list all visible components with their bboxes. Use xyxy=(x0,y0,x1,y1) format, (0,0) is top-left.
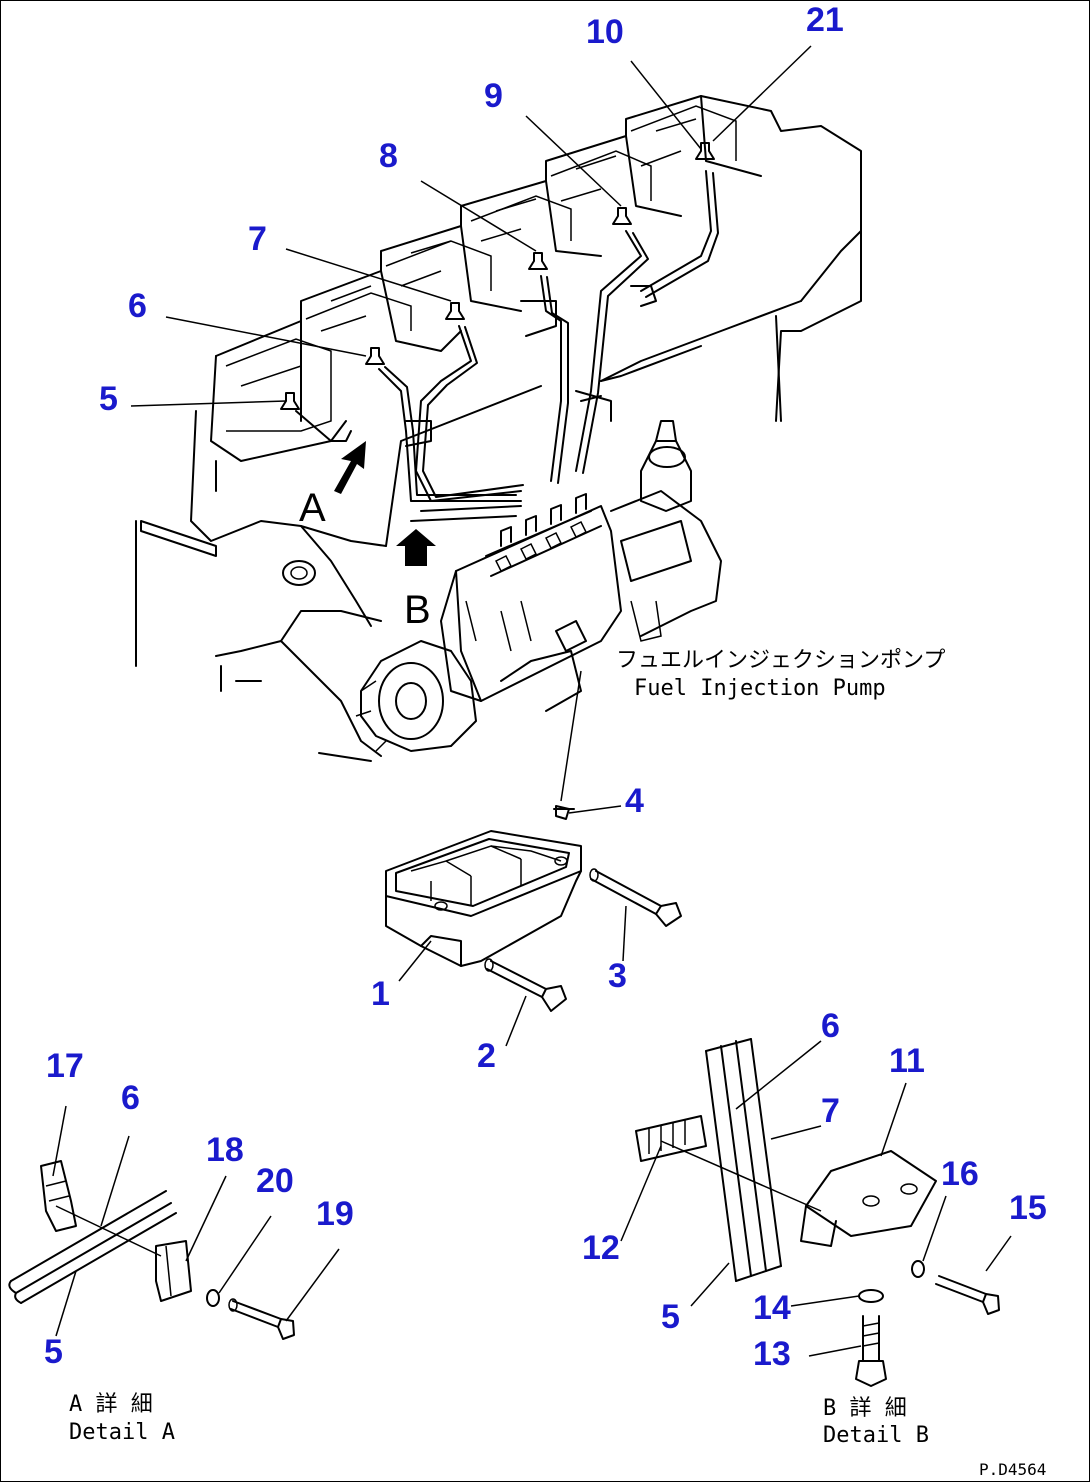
leader-lines-main xyxy=(130,45,812,1047)
callout-8: 8 xyxy=(379,137,398,175)
callout-2: 2 xyxy=(477,1037,496,1075)
view-arrow-a xyxy=(334,441,366,494)
detail-b-label-jp: B 詳 細 xyxy=(823,1396,907,1421)
callout-10: 10 xyxy=(586,13,624,51)
detail-b-label-en: Detail B xyxy=(823,1423,929,1448)
bolt-part-3 xyxy=(589,868,682,927)
injector-nozzles xyxy=(280,142,715,410)
callout-15: 15 xyxy=(1009,1189,1047,1227)
detail-a-label-en: Detail A xyxy=(69,1420,175,1445)
callout-6: 6 xyxy=(128,287,147,325)
detail-b-drawing xyxy=(620,1038,1012,1387)
callout-5-detail-b: 5 xyxy=(661,1298,680,1336)
callout-18: 18 xyxy=(206,1131,244,1169)
callout-6-detail-a: 6 xyxy=(121,1079,140,1117)
pump-label-en: Fuel Injection Pump xyxy=(634,676,886,701)
view-arrow-b xyxy=(396,529,436,566)
callout-12: 12 xyxy=(582,1229,620,1267)
view-letter-b: B xyxy=(404,588,431,632)
callout-7: 7 xyxy=(248,220,267,258)
callout-14: 14 xyxy=(753,1289,791,1327)
cylinder-head-covers xyxy=(225,105,737,432)
callout-9: 9 xyxy=(484,77,503,115)
callout-13: 13 xyxy=(753,1335,791,1373)
engine-block xyxy=(135,95,862,762)
detail-a-label-jp: A 詳 細 xyxy=(69,1392,153,1417)
callout-6-detail-b: 6 xyxy=(821,1007,840,1045)
callout-16: 16 xyxy=(941,1155,979,1193)
detail-a-drawing xyxy=(8,1105,340,1340)
bolt-part-2 xyxy=(484,958,567,1012)
pump-bracket xyxy=(385,830,582,967)
callout-5: 5 xyxy=(99,380,118,418)
callout-21: 21 xyxy=(806,1,844,39)
callout-11: 11 xyxy=(889,1042,925,1080)
view-letter-a: A xyxy=(299,486,326,530)
callout-17: 17 xyxy=(46,1047,84,1085)
callout-1: 1 xyxy=(371,975,390,1013)
pump-label-jp: フュエルインジェクションポンプ xyxy=(616,648,945,673)
callouts: 10 21 9 8 7 6 5 4 3 1 2 17 6 18 20 19 5 … xyxy=(44,1,1047,1373)
callout-19: 19 xyxy=(316,1195,354,1233)
callout-7-detail-b: 7 xyxy=(821,1092,840,1130)
bolt-part-4 xyxy=(553,805,575,820)
callout-3: 3 xyxy=(608,957,627,995)
drawing-code: P.D4564 xyxy=(979,1460,1046,1479)
fuel-injection-lines xyxy=(295,170,719,522)
callout-5-detail-a: 5 xyxy=(44,1333,63,1371)
callout-4: 4 xyxy=(625,782,644,820)
callout-20: 20 xyxy=(256,1162,294,1200)
fuel-injection-pump xyxy=(355,420,722,752)
